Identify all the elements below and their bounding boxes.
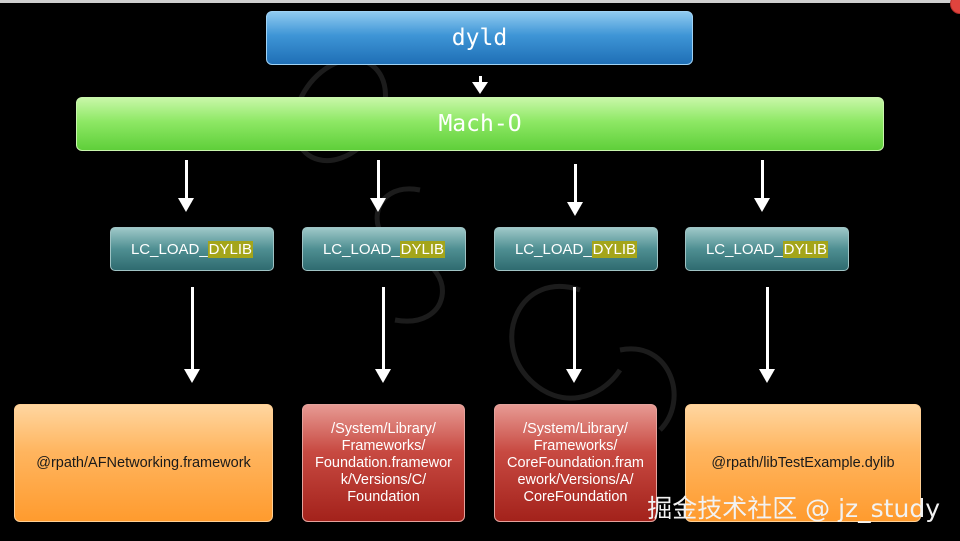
- arrow-lc-to-target-4: [759, 287, 775, 383]
- lc-load-dylib-node-4: LC_LOAD_DYLIB: [685, 227, 849, 271]
- lc-load-dylib-node-3: LC_LOAD_DYLIB: [494, 227, 658, 271]
- macho-label: Mach-O: [438, 111, 522, 137]
- arrow-macho-to-lc-1: [178, 160, 194, 212]
- target-node-libtestexample: @rpath/libTestExample.dylib: [685, 404, 921, 522]
- lc-prefix: LC_LOAD_: [705, 240, 783, 258]
- lc-prefix: LC_LOAD_: [130, 240, 208, 258]
- lc-highlight: DYLIB: [207, 240, 254, 258]
- target-path-line: /System/Library/: [523, 420, 628, 437]
- target-path-line: Foundation.framewor: [314, 454, 452, 471]
- window-top-border: [0, 0, 960, 3]
- lc-highlight: DYLIB: [782, 240, 829, 258]
- target-path-line: Frameworks/: [341, 437, 426, 454]
- target-path-line: Frameworks/: [533, 437, 618, 454]
- target-path-line: k/Versions/C/: [340, 471, 427, 488]
- target-path-line: @rpath/libTestExample.dylib: [711, 454, 895, 471]
- lc-prefix: LC_LOAD_: [514, 240, 592, 258]
- target-path-line: CoreFoundation.fram: [506, 454, 644, 471]
- lc-prefix: LC_LOAD_: [322, 240, 400, 258]
- arrow-macho-to-lc-2: [370, 160, 386, 212]
- target-node-corefoundation: /System/Library/ Frameworks/ CoreFoundat…: [494, 404, 657, 522]
- macho-node: Mach-O: [76, 97, 884, 151]
- dyld-label: dyld: [451, 25, 508, 51]
- target-node-afnetworking: @rpath/AFNetworking.framework: [14, 404, 273, 522]
- target-path-line: Foundation: [347, 488, 420, 505]
- target-path-line: CoreFoundation: [523, 488, 628, 505]
- target-path-line: @rpath/AFNetworking.framework: [36, 454, 251, 471]
- lc-highlight: DYLIB: [591, 240, 638, 258]
- arrow-lc-to-target-3: [566, 287, 582, 383]
- arrow-lc-to-target-1: [184, 287, 200, 383]
- watermark-text: 掘金技术社区 @ jz_study: [647, 494, 940, 523]
- lc-load-dylib-node-1: LC_LOAD_DYLIB: [110, 227, 274, 271]
- target-node-foundation: /System/Library/ Frameworks/ Foundation.…: [302, 404, 465, 522]
- lc-highlight: DYLIB: [399, 240, 446, 258]
- arrow-lc-to-target-2: [375, 287, 391, 383]
- lc-load-dylib-node-2: LC_LOAD_DYLIB: [302, 227, 466, 271]
- window-close-icon[interactable]: [950, 0, 960, 14]
- target-path-line: /System/Library/: [331, 420, 436, 437]
- target-path-line: ework/Versions/A/: [517, 471, 634, 488]
- dyld-node: dyld: [266, 11, 693, 65]
- arrow-macho-to-lc-3: [567, 164, 583, 216]
- arrow-dyld-to-macho: [472, 76, 488, 94]
- arrow-macho-to-lc-4: [754, 160, 770, 212]
